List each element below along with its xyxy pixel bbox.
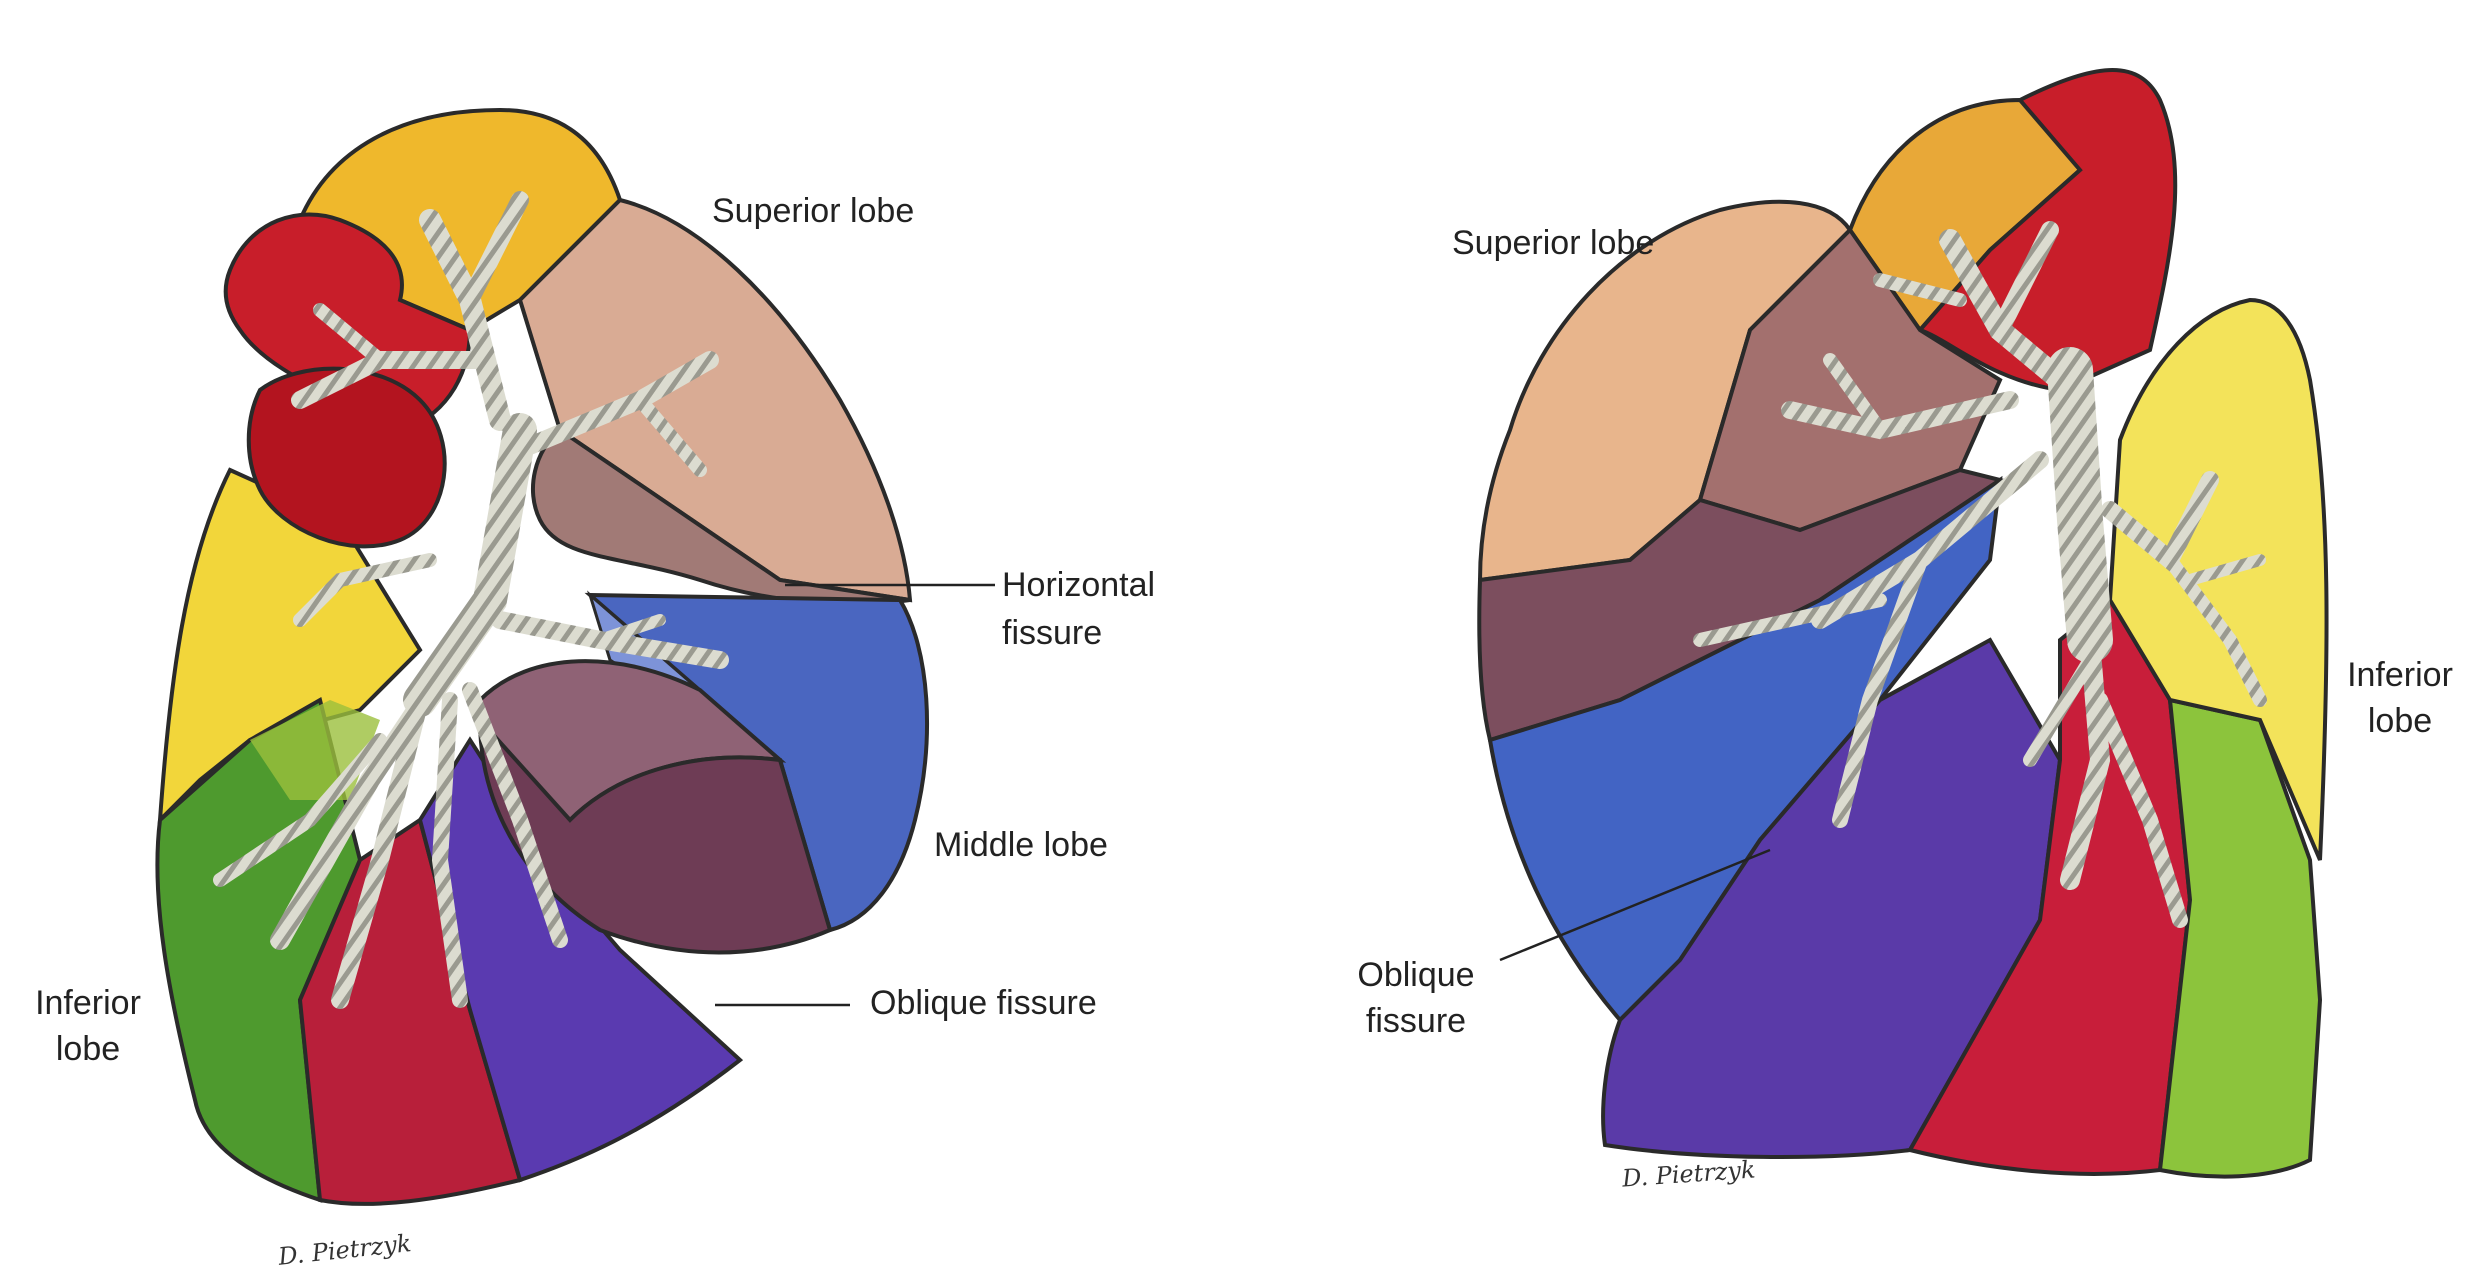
- label-oblique-fissure-right-line2: fissure: [1356, 998, 1476, 1044]
- label-horizontal-fissure-line1: Horizontal: [1002, 562, 1155, 608]
- left-lung-figure: [157, 110, 995, 1204]
- label-oblique-fissure-left: Oblique fissure: [870, 980, 1097, 1026]
- label-inferior-lobe-left-line2: lobe: [28, 1026, 148, 1072]
- label-inferior-lobe-right-line2: lobe: [2340, 698, 2460, 744]
- left-superior-lobe: [226, 110, 910, 604]
- label-horizontal-fissure-line2: fissure: [1002, 610, 1102, 656]
- label-oblique-fissure-right-line1: Oblique: [1356, 952, 1476, 998]
- label-middle-lobe: Middle lobe: [934, 822, 1108, 868]
- label-superior-lobe-left: Superior lobe: [712, 188, 914, 234]
- label-inferior-lobe-right-line1: Inferior: [2340, 652, 2460, 698]
- label-inferior-lobe-left-line1: Inferior: [28, 980, 148, 1026]
- label-superior-lobe-right: Superior lobe: [1452, 220, 1654, 266]
